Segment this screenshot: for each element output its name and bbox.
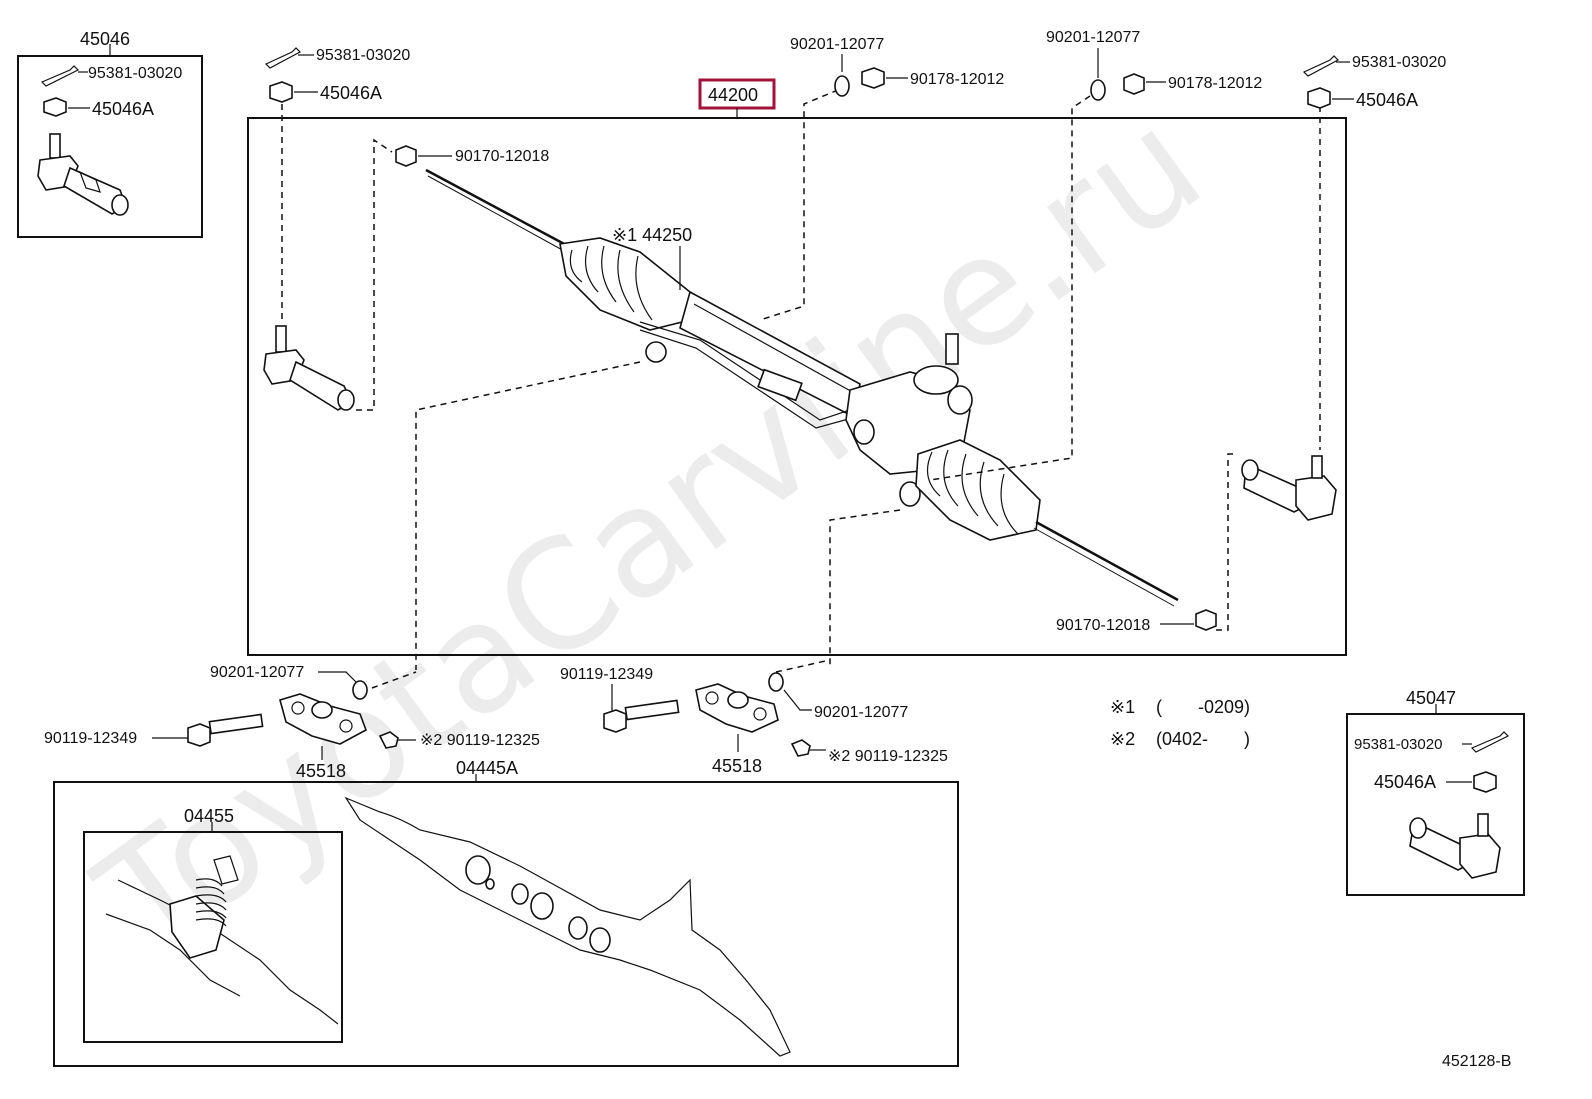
steering-rack-icon — [425, 168, 1179, 607]
bolt-bl-small-label: ※2 90119-12325 — [420, 732, 540, 749]
washer-br-label: 90201-12077 — [814, 704, 908, 721]
tl-cotter-label: 95381-03020 — [88, 65, 182, 82]
subkit-box — [83, 831, 343, 1043]
washer-icon — [352, 680, 368, 700]
r-nut-label: 45046A — [1356, 90, 1418, 110]
rack-outline-icon — [117, 879, 339, 1025]
seal-ring-icon — [589, 927, 611, 953]
nut-icon — [1123, 73, 1145, 95]
note-1-mark: ※1 — [1110, 697, 1135, 717]
group-45047-label: 45047 — [1406, 688, 1456, 708]
tl-nut-label: 45046A — [92, 99, 154, 119]
main-assembly-box — [247, 117, 1347, 656]
note-2-range: (0402- ) — [1156, 729, 1250, 749]
castle-nut-icon — [1473, 771, 1497, 793]
group-45046: 45046 95381-03020 45046A — [17, 29, 203, 238]
r-cotter-label: 95381-03020 — [1352, 54, 1446, 71]
kit-sub-label: 04455 — [184, 806, 234, 826]
rack-outline-icon — [344, 796, 791, 1057]
main-assembly-label[interactable]: 44200 — [708, 85, 758, 105]
cotter-pin-icon — [40, 65, 80, 87]
note-1-range: ( -0209) — [1156, 697, 1250, 717]
left-tie-rod-parts: 95381-03020 45046A — [263, 47, 410, 411]
bolt-br-label: 90119-12349 — [560, 666, 653, 683]
washer-icon — [768, 672, 784, 692]
rack-nut-right-label: 90170-12018 — [1056, 617, 1150, 634]
rack-nut-icon — [395, 145, 417, 167]
seal-ring-icon — [511, 883, 529, 905]
notes: ※1 ( -0209) ※2 (0402- ) — [1110, 697, 1250, 749]
tie-rod-end-icon — [37, 133, 129, 216]
rack-nut-icon — [1195, 609, 1217, 631]
washer-top-left-label: 90201-12077 — [790, 36, 884, 53]
small-bolt-icon — [378, 731, 399, 749]
nut-top-right-label: 90178-12012 — [1168, 75, 1262, 92]
bracket-right-group: 90119-12349 90201-12077 ※2 90119-12325 4… — [560, 659, 948, 776]
group-45046-label: 45046 — [80, 29, 130, 49]
kit-04445A: 04445A 04455 — [53, 758, 959, 1067]
seal-ring-icon — [465, 855, 491, 885]
bolt-icon — [187, 713, 264, 747]
washer-top-right-label: 90201-12077 — [1046, 29, 1140, 46]
nut-icon — [861, 67, 885, 89]
spring-icon — [169, 855, 239, 959]
seal-ring-icon — [568, 916, 588, 940]
bracket-left-group: 90201-12077 90119-12349 ※2 90119-12325 4… — [44, 664, 540, 781]
boot-label: ※1 44250 — [612, 225, 692, 245]
br-cotter-label: 95381-03020 — [1354, 736, 1442, 753]
washer-bl-label: 90201-12077 — [210, 664, 304, 681]
small-bolt-icon — [790, 739, 811, 757]
main-assembly-44200: 44200 90170-12018 — [247, 78, 1347, 670]
right-boot-icon — [915, 439, 1041, 541]
diagram-code: 452128-B — [1442, 1053, 1511, 1070]
castle-nut-icon — [43, 97, 67, 117]
group-45047: 45047 95381-03020 45046A — [1346, 688, 1525, 896]
bracket-icon — [695, 683, 779, 733]
cotter-pin-icon — [264, 47, 301, 69]
kit-main-label: 04445A — [456, 758, 518, 778]
castle-nut-icon — [269, 81, 293, 103]
cotter-pin-icon — [1470, 731, 1510, 753]
left-boot-icon — [559, 237, 691, 331]
nut-top-left-label: 90178-12012 — [910, 71, 1004, 88]
bolt-icon — [603, 699, 680, 733]
tie-rod-end-icon — [1241, 455, 1337, 521]
note-2-mark: ※2 — [1110, 729, 1135, 749]
bracket-icon — [279, 693, 367, 745]
cotter-pin-icon — [1302, 55, 1339, 77]
top-fasteners: 90201-12077 90178-12012 90201-12077 9017… — [790, 29, 1446, 110]
rack-nut-left-label: 90170-12018 — [455, 148, 549, 165]
bracket-r-label: 45518 — [712, 756, 762, 776]
washer-icon — [1090, 79, 1106, 101]
l-nut-label: 45046A — [320, 83, 382, 103]
l-cotter-label: 95381-03020 — [316, 47, 410, 64]
castle-nut-icon — [1307, 87, 1331, 109]
kit-box — [53, 781, 959, 1067]
bolt-bl-label: 90119-12349 — [44, 730, 137, 747]
bracket-l-label: 45518 — [296, 761, 346, 781]
washer-icon — [834, 75, 850, 97]
br-nut-label: 45046A — [1374, 772, 1436, 792]
tie-rod-end-icon — [1409, 813, 1501, 879]
bolt-br-small-label: ※2 90119-12325 — [828, 748, 948, 765]
tie-rod-end-icon — [263, 325, 355, 411]
seal-ring-icon — [530, 892, 554, 920]
